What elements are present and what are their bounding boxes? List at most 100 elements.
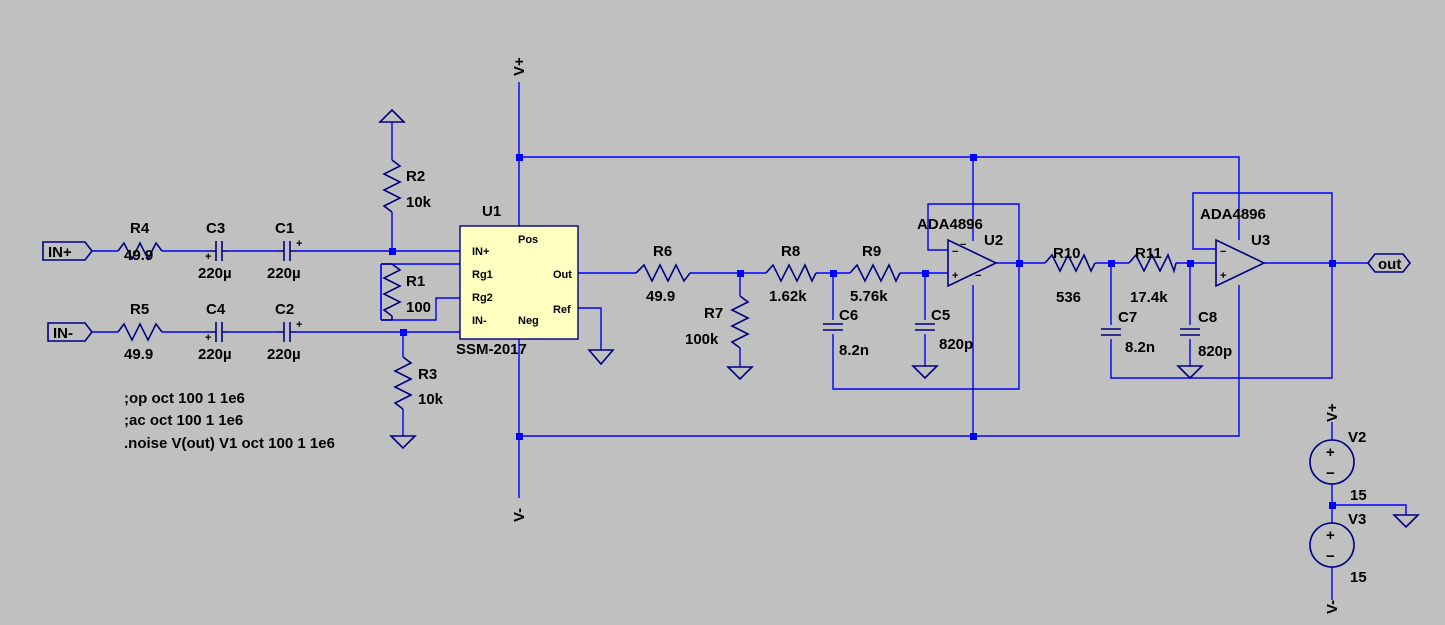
- v3-value: 15: [1350, 569, 1367, 586]
- r10-symbol: [1044, 253, 1096, 273]
- ground-symbol: [1392, 514, 1420, 529]
- c4-value: 220µ: [198, 346, 232, 363]
- c2-symbol: [278, 322, 296, 342]
- u3-minus: −: [1220, 246, 1226, 258]
- port-in-minus: IN-: [53, 325, 73, 342]
- in-plus-flag: [42, 241, 94, 261]
- r8-value: 1.62k: [769, 288, 807, 305]
- cap-plus: +: [296, 319, 302, 331]
- cap-plus: +: [205, 251, 211, 263]
- r8-symbol: [765, 263, 817, 283]
- labels: IN+ IN- out V+ V- V+ V- R4 49.9 C3 220µ …: [48, 57, 1401, 614]
- c6-value: 8.2n: [839, 342, 869, 359]
- port-out: out: [1378, 256, 1401, 273]
- u2-name: U2: [984, 232, 1003, 249]
- c1-symbol: [278, 241, 296, 261]
- r4-name: R4: [130, 220, 150, 237]
- grounds: [378, 108, 1420, 529]
- u1-pin-ref: Ref: [553, 304, 571, 316]
- v2-value: 15: [1350, 487, 1367, 504]
- u1-part: SSM-2017: [456, 341, 527, 358]
- c3-value: 220µ: [198, 265, 232, 282]
- c3-name: C3: [206, 220, 225, 237]
- r6-value: 49.9: [646, 288, 675, 305]
- c1-value: 220µ: [267, 265, 301, 282]
- r11-symbol: [1128, 253, 1177, 274]
- u2-part: ADA4896: [917, 216, 983, 233]
- u3-symbol: [1215, 238, 1266, 288]
- r2-name: R2: [406, 168, 425, 185]
- u1-pin-rg1: Rg1: [472, 269, 493, 281]
- in-minus-flag: [47, 322, 94, 342]
- r3-name: R3: [418, 366, 437, 383]
- ground-up-symbol: [378, 108, 406, 123]
- u3-name: U3: [1251, 232, 1270, 249]
- out-flag: [1366, 253, 1412, 273]
- c4-name: C4: [206, 301, 226, 318]
- junctions: [389, 154, 1336, 509]
- r11-value: 17.4k: [1130, 289, 1168, 306]
- c5-value: 820p: [939, 336, 973, 353]
- capacitors: [210, 241, 1200, 342]
- u1-pin-inm: IN-: [472, 315, 487, 327]
- port-flags: [42, 241, 1412, 342]
- u2-plus: +: [952, 270, 958, 282]
- c5-name: C5: [931, 307, 950, 324]
- u1-pin-inp: IN+: [472, 246, 489, 258]
- v3-name: V3: [1348, 511, 1366, 528]
- v3-symbol: [1309, 522, 1355, 568]
- c2-name: C2: [275, 301, 294, 318]
- r1-symbol: [382, 263, 402, 317]
- r9-symbol: [849, 263, 901, 283]
- opamps: [947, 238, 1266, 288]
- r2-symbol: [382, 159, 402, 213]
- c1-name: C1: [275, 220, 294, 237]
- c2-value: 220µ: [267, 346, 301, 363]
- u3-plus: +: [1220, 270, 1226, 282]
- vplus-v2: V+: [1324, 403, 1341, 422]
- ground-symbol: [726, 366, 754, 381]
- r7-value: 100k: [685, 331, 719, 348]
- c7-name: C7: [1118, 309, 1137, 326]
- r5-name: R5: [130, 301, 149, 318]
- c3-symbol: [210, 241, 228, 261]
- ground-symbol: [587, 349, 615, 366]
- v2-name: V2: [1348, 429, 1366, 446]
- ground-symbol: [389, 435, 417, 450]
- c7-symbol: [1101, 328, 1121, 336]
- r8-name: R8: [781, 243, 800, 260]
- r6-name: R6: [653, 243, 672, 260]
- v2-minus: −: [1326, 465, 1335, 482]
- c8-symbol: [1180, 328, 1200, 336]
- r1-value: 100: [406, 299, 431, 316]
- r1-name: R1: [406, 273, 425, 290]
- r10-value: 536: [1056, 289, 1081, 306]
- r4-symbol: [117, 241, 163, 261]
- u2-rail-plus: −: [975, 270, 981, 282]
- ground-symbol: [911, 365, 939, 380]
- c8-value: 820p: [1198, 343, 1232, 360]
- directive-ac: ;ac oct 100 1 1e6: [124, 412, 243, 429]
- c4-symbol: [210, 322, 228, 342]
- u2-symbol: [947, 238, 998, 288]
- r6-symbol: [635, 263, 691, 283]
- r11-name: R11: [1135, 245, 1162, 262]
- c8-name: C8: [1198, 309, 1217, 326]
- u1-pin-out: Out: [553, 269, 572, 281]
- r5-value: 49.9: [124, 346, 153, 363]
- vminus-bottom: V-: [511, 508, 528, 522]
- u3-part: ADA4896: [1200, 206, 1266, 223]
- u1-pin-rg2: Rg2: [472, 292, 493, 304]
- r7-name: R7: [704, 305, 723, 322]
- vplus-top: V+: [511, 57, 528, 76]
- u1-pin-pos: Pos: [518, 234, 538, 246]
- u1-name: U1: [482, 203, 501, 220]
- v2-symbol: [1309, 439, 1355, 485]
- cap-plus: +: [296, 238, 302, 250]
- r4-value: 49.9: [124, 247, 153, 264]
- r10-name: R10: [1053, 245, 1081, 262]
- r7-symbol: [730, 295, 750, 349]
- wires: [92, 82, 1407, 600]
- c6-symbol: [823, 323, 843, 331]
